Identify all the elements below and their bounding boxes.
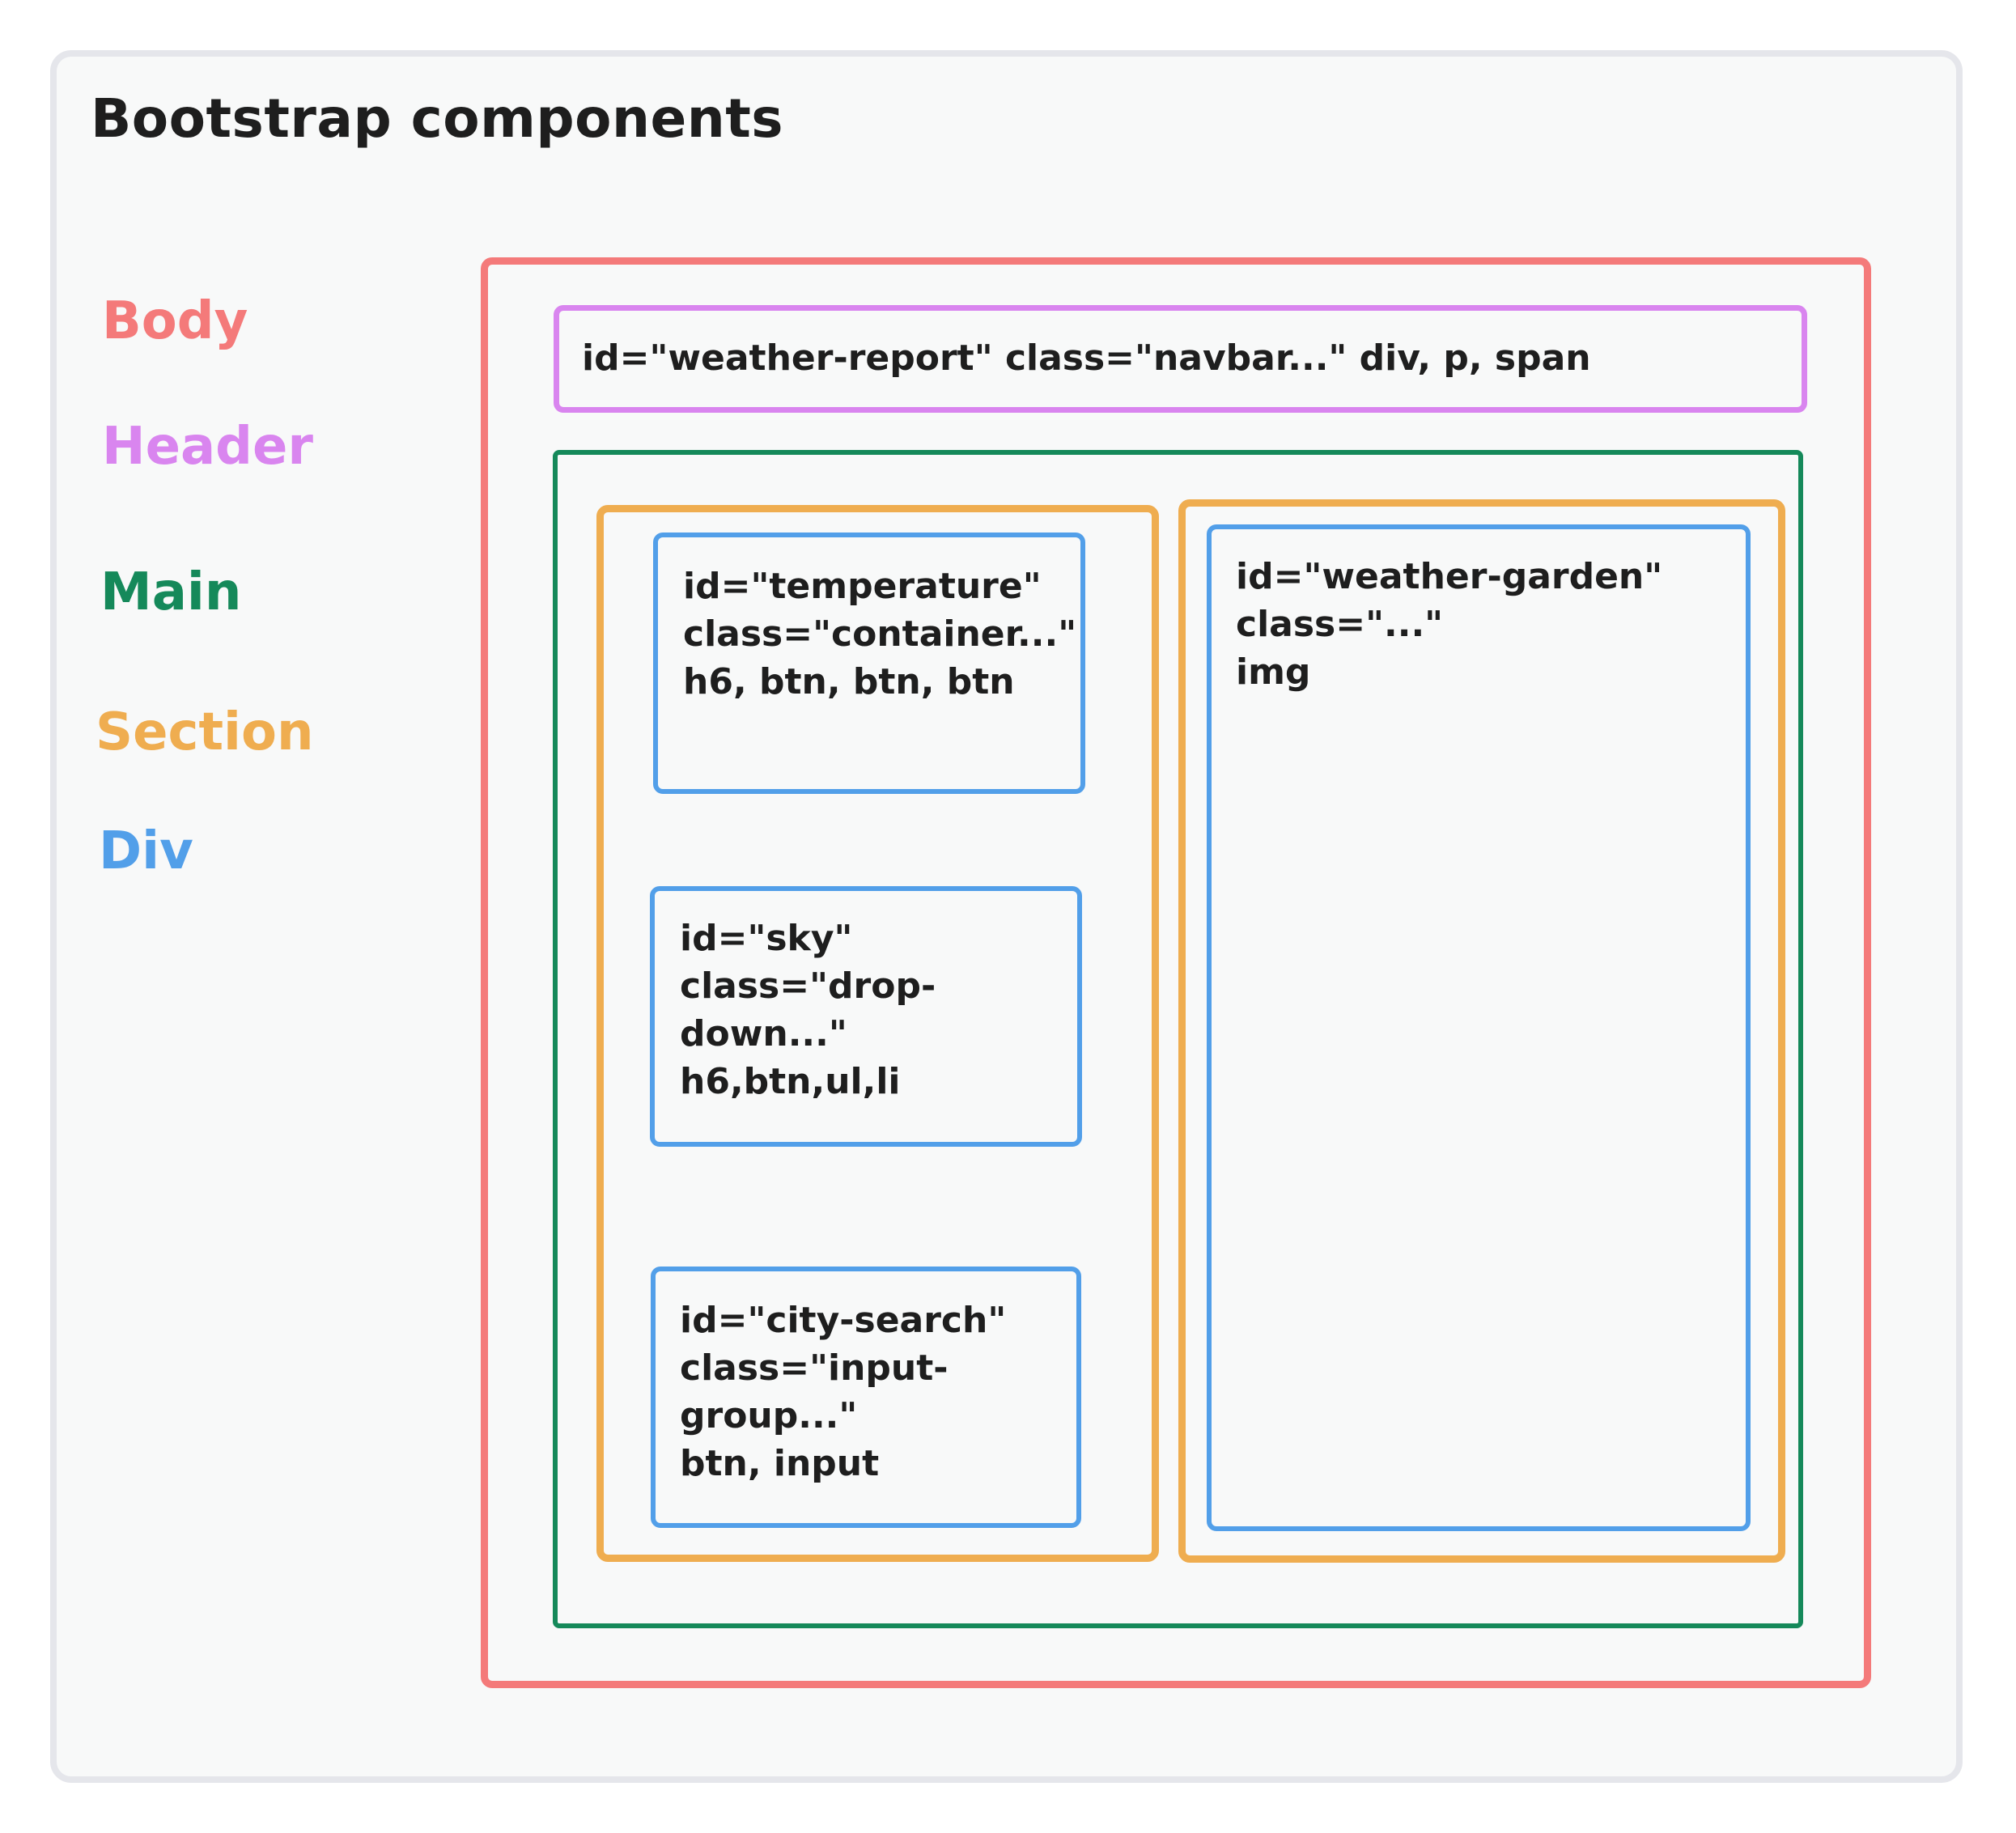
legend-section: Section xyxy=(95,702,314,762)
div-city-search-label: id="city-search" class="input- group..."… xyxy=(680,1296,1006,1487)
div-city-search-line-3: group..." xyxy=(680,1395,858,1436)
header-box-label: id="weather-report" class="navbar..." di… xyxy=(582,337,1591,379)
div-sky-box xyxy=(650,886,1082,1147)
legend-body: Body xyxy=(102,291,248,351)
diagram-frame xyxy=(50,50,1963,1783)
div-weather-garden-label: id="weather-garden" class="..." img xyxy=(1236,553,1662,696)
legend-main: Main xyxy=(100,562,242,622)
div-sky-label: id="sky" class="drop- down..." h6,btn,ul… xyxy=(680,914,936,1105)
section-right-box xyxy=(1178,499,1785,1563)
main-box xyxy=(553,450,1803,1628)
section-left-box xyxy=(596,505,1159,1562)
div-city-search-line-2: class="input- xyxy=(680,1347,949,1389)
div-temperature-line-2: class="container..." xyxy=(683,613,1077,655)
legend-div: Div xyxy=(99,821,193,881)
div-weather-garden-line-3: img xyxy=(1236,651,1311,693)
div-sky-line-2: class="drop- xyxy=(680,965,936,1007)
div-sky-line-4: h6,btn,ul,li xyxy=(680,1061,901,1102)
div-weather-garden-box xyxy=(1207,524,1751,1531)
div-temperature-line-3: h6, btn, btn, btn xyxy=(683,661,1015,702)
div-temperature-box xyxy=(653,533,1085,794)
legend-header: Header xyxy=(102,417,313,477)
header-box xyxy=(554,305,1807,413)
body-box xyxy=(481,257,1871,1688)
div-sky-line-3: down..." xyxy=(680,1013,847,1054)
div-city-search-line-4: btn, input xyxy=(680,1443,880,1484)
div-sky-line-1: id="sky" xyxy=(680,918,853,959)
diagram-title: Bootstrap components xyxy=(91,87,784,150)
div-city-search-line-1: id="city-search" xyxy=(680,1300,1007,1341)
div-weather-garden-line-1: id="weather-garden" xyxy=(1236,556,1663,597)
div-city-search-box xyxy=(651,1267,1081,1528)
div-temperature-label: id="temperature" class="container..." h6… xyxy=(683,562,1076,706)
div-temperature-line-1: id="temperature" xyxy=(683,566,1042,607)
div-weather-garden-line-2: class="..." xyxy=(1236,604,1444,645)
